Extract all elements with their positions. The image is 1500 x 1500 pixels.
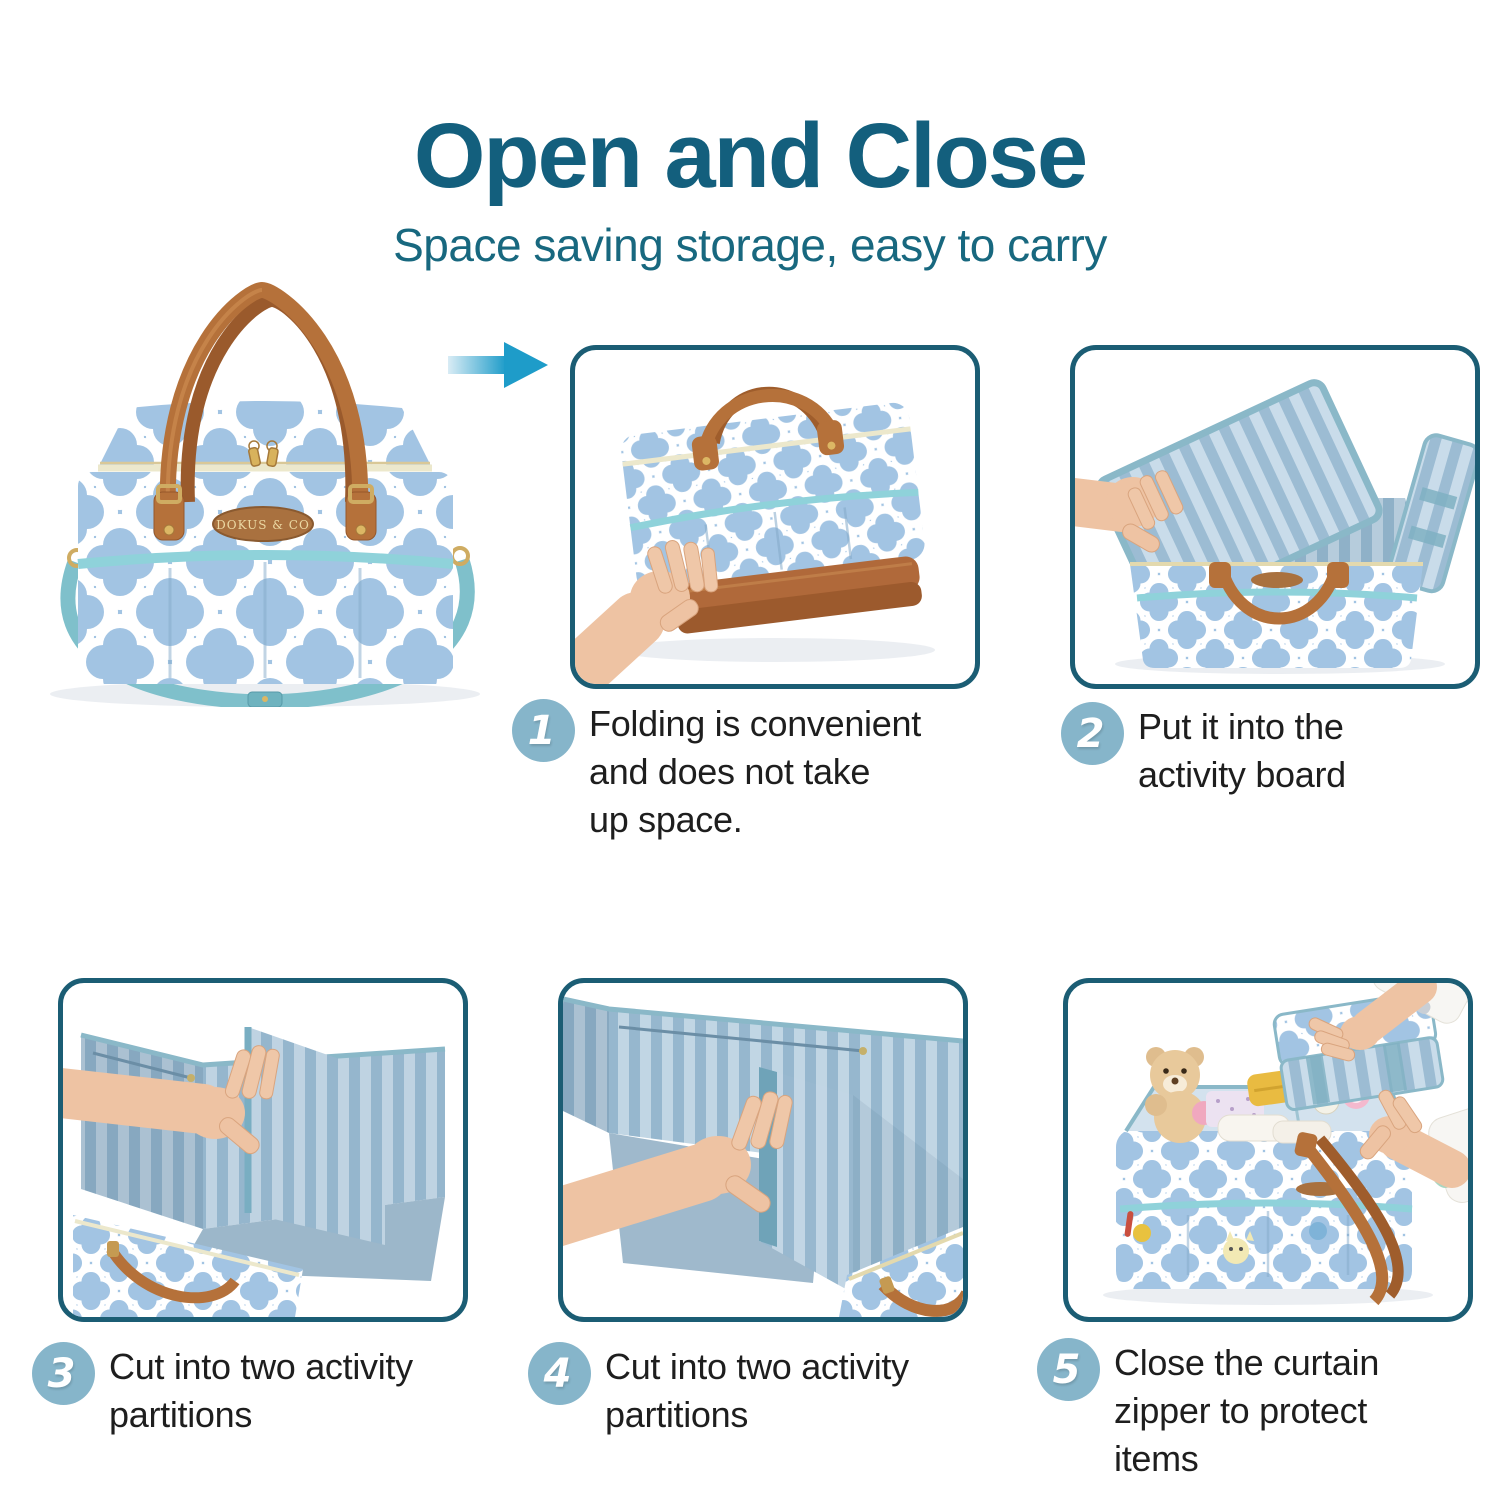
kitty-toy — [1223, 1231, 1254, 1264]
hand — [1075, 470, 1184, 553]
step2-text: Put it into the activity board — [1138, 702, 1346, 799]
step4-number-badge: 4 — [528, 1342, 591, 1405]
step3-photo-partition — [63, 1027, 446, 1317]
step-caption-line: partitions — [605, 1394, 749, 1435]
hand — [575, 540, 719, 684]
step-caption-line: zipper to protect — [1114, 1390, 1368, 1431]
step5-photo-packed-bag — [1103, 983, 1468, 1306]
step2-photo-activity-board — [1075, 379, 1475, 674]
step-caption-line: activity board — [1138, 754, 1346, 795]
step-caption-line: Folding is convenient — [589, 703, 921, 744]
step-caption-line: Cut into two activity — [109, 1346, 413, 1387]
step5-photo-frame — [1063, 978, 1473, 1322]
arrow-right-icon — [448, 342, 548, 388]
step-caption-line: Put it into the — [1138, 706, 1344, 747]
step-caption-line: items — [1114, 1438, 1199, 1479]
brand-label: DOKUS & CO — [216, 518, 310, 532]
step-caption-line: Close the curtain — [1114, 1342, 1380, 1383]
step4-caption: 4 Cut into two activity partitions — [528, 1342, 909, 1439]
hand — [63, 1045, 280, 1155]
step-caption-line: and does not take — [589, 751, 871, 792]
hand-right — [1359, 1089, 1468, 1203]
step3-number-badge: 3 — [32, 1342, 95, 1405]
step3-text: Cut into two activity partitions — [109, 1342, 413, 1439]
step4-photo-partition — [563, 996, 963, 1317]
step4-photo-frame — [558, 978, 968, 1322]
step1-caption: 1 Folding is convenient and does not tak… — [512, 699, 921, 844]
step1-photo-folded-bag — [575, 386, 935, 684]
step1-number-badge: 1 — [512, 699, 575, 762]
step-caption-line: partitions — [109, 1394, 253, 1435]
hand-top — [1308, 983, 1468, 1062]
step2-photo-frame — [1070, 345, 1480, 689]
step4-text: Cut into two activity partitions — [605, 1342, 909, 1439]
partition-board — [244, 1027, 385, 1245]
page-title: Open and Close — [413, 104, 1088, 207]
zipper-pulls — [248, 440, 279, 468]
hand — [563, 1091, 793, 1246]
bag-lid — [98, 401, 432, 468]
pocket-trim — [77, 550, 454, 569]
step5-text: Close the curtain zipper to protect item… — [1114, 1338, 1379, 1483]
step1-photo-frame — [570, 345, 980, 689]
step3-caption: 3 Cut into two activity partitions — [32, 1342, 413, 1439]
step-caption-line: up space. — [589, 799, 743, 840]
brand-patch — [212, 506, 314, 542]
step2-number-badge: 2 — [1061, 702, 1124, 765]
step5-caption: 5 Close the curtain zipper to protect it… — [1037, 1338, 1379, 1483]
step1-text: Folding is convenient and does not take … — [589, 699, 921, 844]
step3-photo-frame — [58, 978, 468, 1322]
step-caption-line: Cut into two activity — [605, 1346, 909, 1387]
page-subtitle: Space saving storage, easy to carry — [393, 219, 1107, 271]
product-bag-photo: DOKUS & CO — [50, 281, 480, 707]
step5-number-badge: 5 — [1037, 1338, 1100, 1401]
teddy-bear — [1145, 1047, 1206, 1143]
step2-caption: 2 Put it into the activity board — [1061, 702, 1346, 799]
